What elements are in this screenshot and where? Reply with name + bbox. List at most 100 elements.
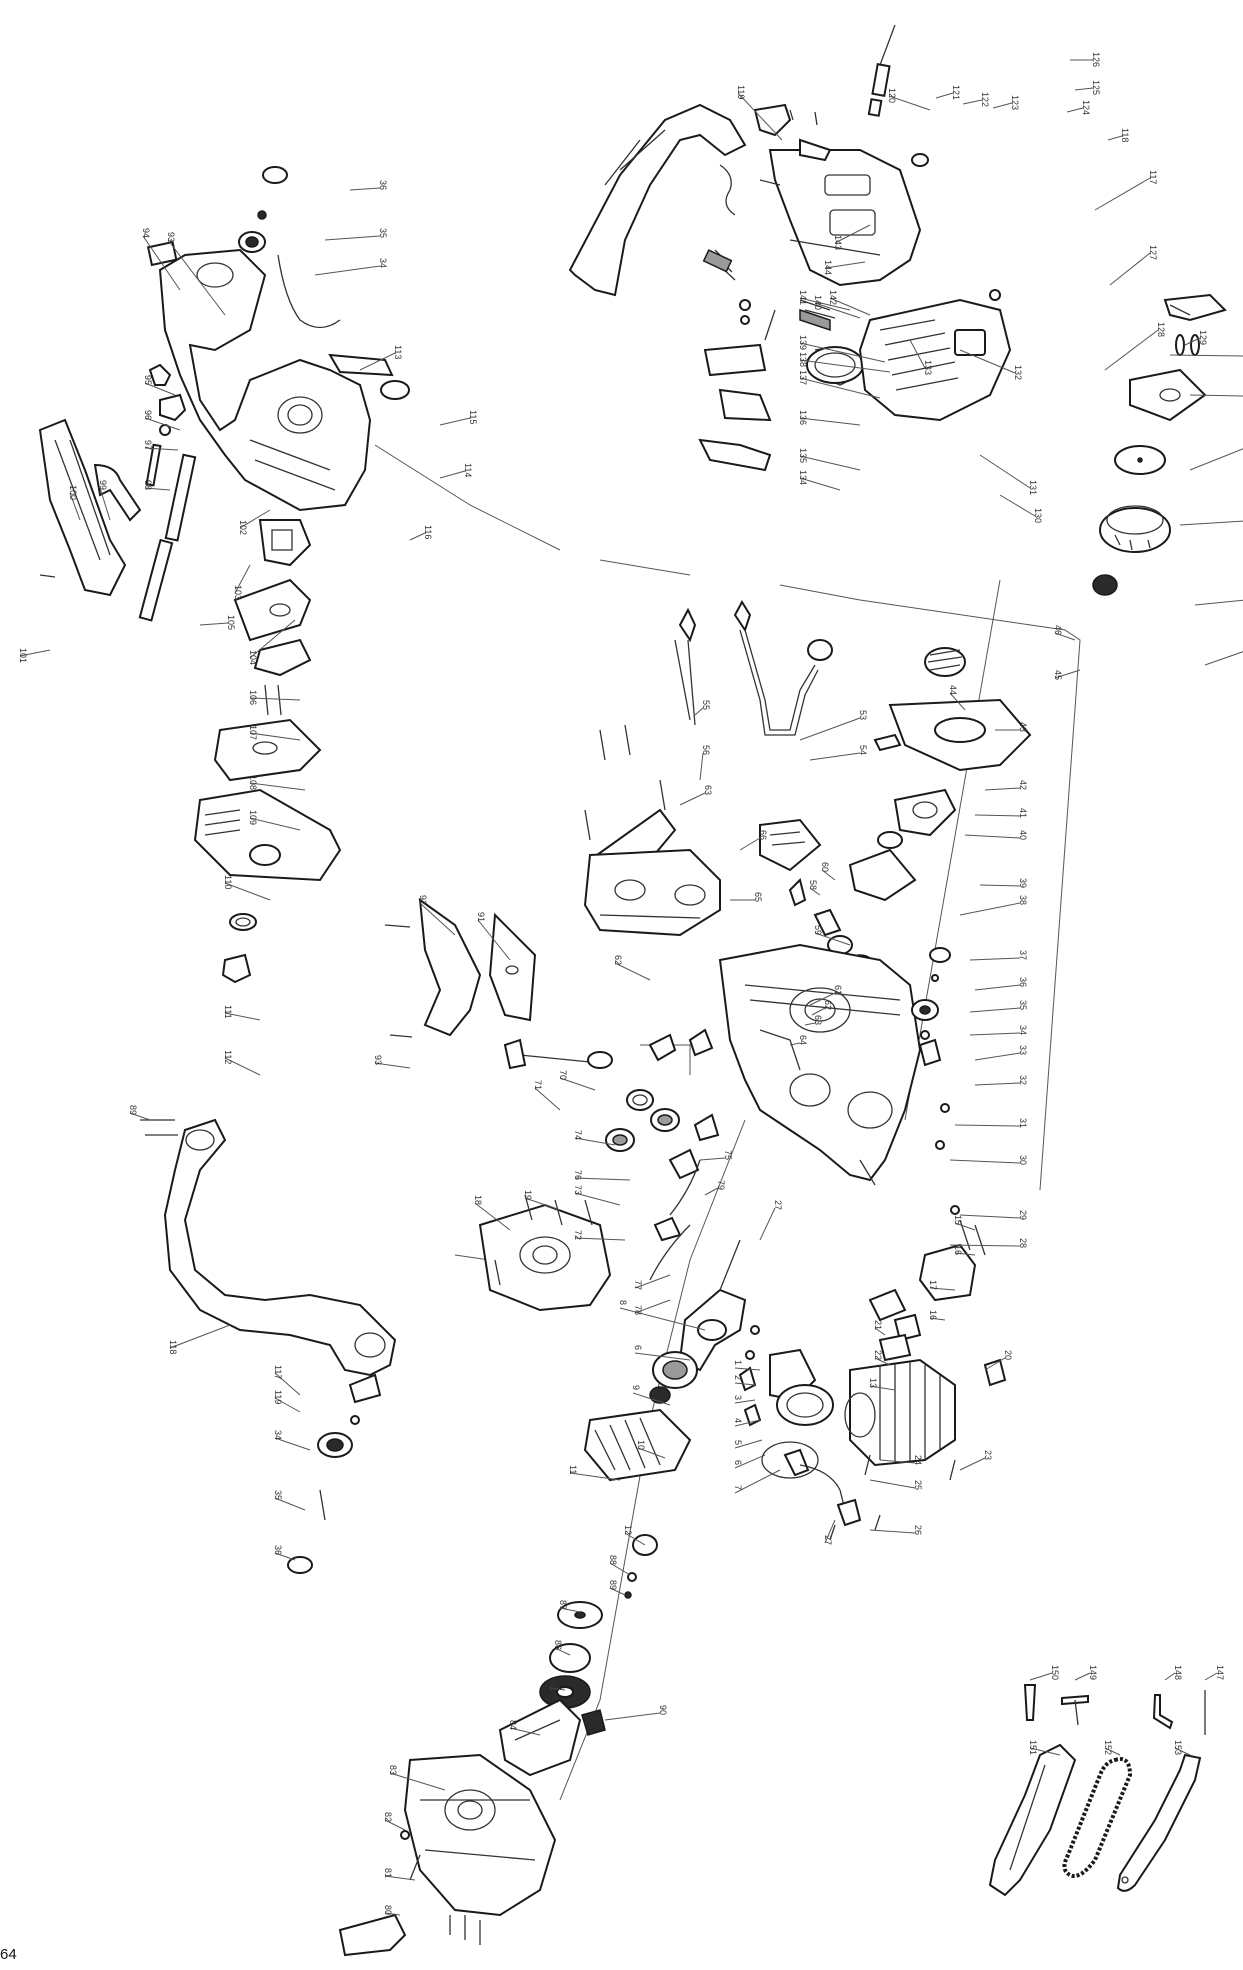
- callout-number: 125: [1091, 80, 1101, 95]
- callout-leader: [1109, 252, 1151, 286]
- callout-number: 10: [636, 1440, 646, 1450]
- callout-number: 16: [953, 1245, 963, 1255]
- tool-parts-147-150: [1023, 1684, 1206, 1735]
- callout-leader: [962, 99, 983, 105]
- callout-leader: [554, 1647, 571, 1656]
- callout-leader: [419, 902, 456, 936]
- callout-leader: [734, 1419, 761, 1427]
- callout-number: 75: [723, 1150, 733, 1160]
- callout-number: 19: [523, 1190, 533, 1200]
- callout-leader: [984, 787, 1021, 791]
- callout-leader: [1107, 135, 1123, 141]
- callout-number: 4: [733, 1418, 743, 1423]
- callout-number: 43: [1018, 722, 1028, 732]
- callout-number: 32: [1018, 1075, 1028, 1085]
- callout-leader: [999, 494, 1036, 517]
- callout-number: 109: [248, 810, 258, 825]
- handle-mount-parts-117-119: [287, 1373, 382, 1574]
- callout-number: 21: [873, 1320, 883, 1330]
- cylinder-13: [844, 1358, 956, 1467]
- callout-number: 35: [378, 228, 388, 238]
- callout-number: 104: [248, 650, 258, 665]
- callout-leader: [249, 782, 306, 791]
- callout-leader: [1164, 1672, 1176, 1681]
- callout-leader: [734, 1454, 766, 1469]
- callout-number: 27: [823, 1535, 833, 1545]
- callout-number: 36: [273, 1545, 283, 1555]
- callout-leader: [959, 1457, 986, 1471]
- callout-number: 131: [1028, 480, 1038, 495]
- callout-leader: [699, 752, 704, 781]
- callout-number: 66: [758, 830, 768, 840]
- callout-leader: [239, 509, 271, 529]
- callout-number: 111: [223, 1005, 233, 1019]
- callout-number: 34: [273, 1430, 283, 1440]
- brake-spring-parts-130-144: [698, 249, 852, 472]
- carburetor-air-filter-104-112: [193, 519, 342, 984]
- callout-leader: [144, 487, 171, 491]
- screws-19: [524, 1194, 593, 1226]
- callout-number: 97: [143, 440, 153, 450]
- callout-number: 96: [143, 410, 153, 420]
- callout-number: 84: [508, 1720, 518, 1730]
- callout-leader: [984, 1357, 1006, 1371]
- callout-leader: [799, 477, 841, 491]
- callout-number: 137: [798, 370, 808, 385]
- callout-number: 100: [68, 485, 78, 500]
- callout-number: 139: [798, 335, 808, 350]
- callout-number: 37: [1018, 950, 1028, 960]
- ignition-coil-23-27: [783, 1448, 956, 1541]
- callout-leader: [969, 1007, 1021, 1013]
- callout-number: 112: [223, 1050, 233, 1064]
- callout-leader: [954, 1252, 976, 1256]
- callout-number: 98: [143, 480, 153, 490]
- callout-number: 13: [868, 1378, 878, 1388]
- callout-leader: [799, 359, 891, 373]
- callout-leader: [574, 1192, 621, 1206]
- callout-leader: [874, 1357, 891, 1366]
- callout-leader: [969, 1032, 1021, 1036]
- callout-number: 95: [143, 375, 153, 385]
- callout-leader: [144, 382, 176, 396]
- callout-leader: [609, 1587, 626, 1596]
- callout-number: 148: [1173, 1665, 1183, 1680]
- callout-leader: [694, 707, 704, 716]
- callout-leader: [1204, 651, 1243, 666]
- callout-leader: [979, 454, 1031, 489]
- callout-number: 124: [1081, 100, 1091, 115]
- callout-leader: [1074, 87, 1094, 91]
- callout-number: 36: [1018, 977, 1028, 987]
- callout-leader: [734, 1399, 756, 1404]
- callout-leader: [929, 1317, 946, 1321]
- callout-number: 150: [1050, 1665, 1060, 1680]
- top-cover-117: [768, 149, 922, 287]
- callout-leader: [734, 1469, 781, 1494]
- callout-leader: [979, 884, 1021, 887]
- callout-number: 133: [923, 360, 933, 375]
- callout-number: 58: [808, 880, 818, 890]
- callout-number: 153: [1173, 1740, 1183, 1755]
- callout-leader: [274, 1437, 311, 1451]
- callout-leader: [234, 564, 251, 594]
- callout-leader: [524, 1197, 561, 1211]
- callout-number: 34: [1018, 1025, 1028, 1035]
- callout-leader: [704, 1187, 719, 1196]
- callout-leader: [314, 265, 381, 276]
- callout-number: 9: [631, 1385, 641, 1390]
- callout-number: 101: [18, 648, 28, 663]
- callout-number: 70: [558, 1070, 568, 1080]
- callout-number: 107: [248, 725, 258, 740]
- callout-number: 142: [828, 290, 838, 305]
- callout-leader: [734, 1439, 763, 1449]
- callout-leader: [888, 95, 931, 111]
- callout-leader: [1189, 394, 1243, 397]
- oil-seal-bearing-70-79: [605, 1028, 720, 1281]
- decompression-valve-70: [503, 1038, 613, 1070]
- callout-leader: [144, 417, 181, 431]
- callout-number: 114: [463, 463, 473, 477]
- muffler-67: [583, 848, 721, 937]
- callout-leader: [224, 1012, 261, 1021]
- guide-bar-153: [1116, 1753, 1202, 1892]
- callout-number: 74: [573, 1130, 583, 1140]
- callout-number: 78: [633, 1305, 643, 1315]
